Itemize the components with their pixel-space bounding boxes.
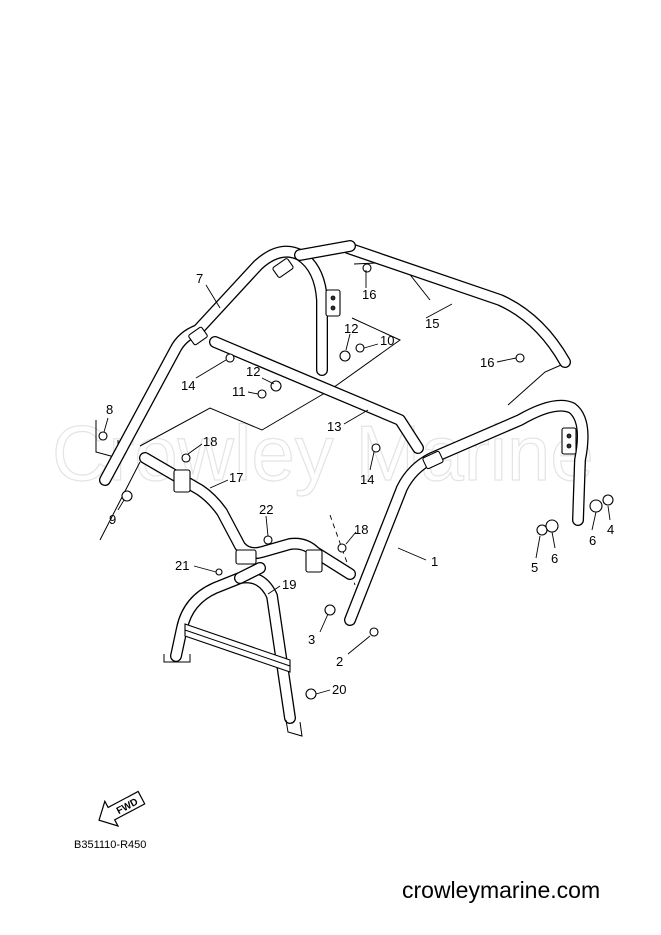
part-17-front-bar: [139, 452, 356, 580]
site-url: crowleymarine.com: [402, 877, 601, 903]
part-15-rear-bar: [342, 242, 571, 368]
fwd-label: FWD: [115, 797, 140, 817]
callout-14b: 14: [360, 472, 374, 487]
callout-8: 8: [106, 402, 113, 417]
callout-18b: 18: [354, 522, 368, 537]
callout-7: 7: [196, 271, 203, 286]
callout-2: 2: [336, 654, 343, 669]
callout-6a: 6: [551, 551, 558, 566]
callout-12a: 12: [344, 321, 358, 336]
part-13-cross-bar: [209, 336, 424, 454]
callout-14a: 14: [181, 378, 195, 393]
part-19-lower-hoop: [163, 562, 303, 737]
part-7-left-rollbar: [99, 240, 356, 486]
callout-13: 13: [327, 419, 341, 434]
part-1-right-rollbar: [344, 399, 589, 626]
callout-4: 4: [607, 522, 614, 537]
leader-lines: [103, 270, 611, 695]
callout-12b: 12: [246, 364, 260, 379]
callout-3: 3: [308, 632, 315, 647]
callout-16b: 16: [480, 355, 494, 370]
callout-20: 20: [332, 682, 346, 697]
callout-10: 10: [380, 333, 394, 348]
callout-16a: 16: [362, 287, 376, 302]
callout-21: 21: [175, 558, 189, 573]
callout-1: 1: [431, 554, 438, 569]
callout-6b: 6: [589, 533, 596, 548]
callout-19: 19: [282, 577, 296, 592]
callout-5: 5: [531, 560, 538, 575]
callout-15: 15: [425, 316, 439, 331]
fwd-arrow-icon: FWD: [98, 790, 146, 827]
callout-17: 17: [229, 470, 243, 485]
callouts: 1 2 3 4 5 6 6 7 8 9 10 11 12 12 13 14 14…: [106, 271, 614, 697]
callout-22: 22: [259, 502, 273, 517]
callout-9: 9: [109, 512, 116, 527]
diagram-code: B351110-R450: [74, 839, 147, 851]
callout-11: 11: [232, 384, 246, 399]
callout-18a: 18: [203, 434, 217, 449]
